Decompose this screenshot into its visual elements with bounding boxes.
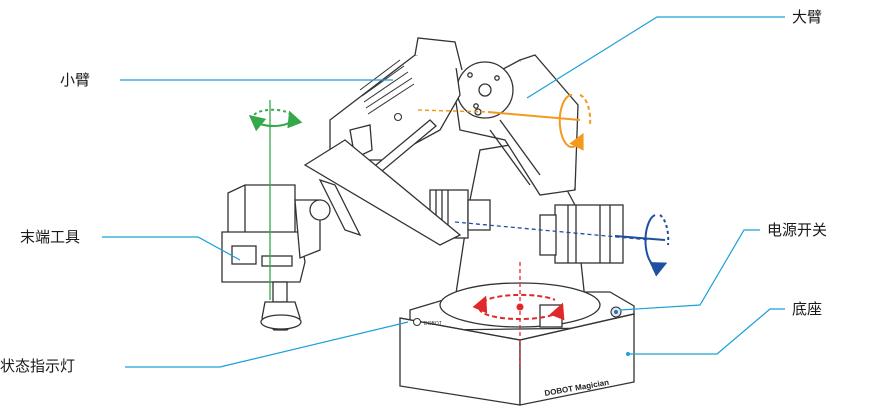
end-tool-rotation-indicator	[248, 100, 303, 300]
callout-line-end-tool	[102, 236, 241, 261]
base-logo: DOBOT	[424, 321, 442, 327]
callout-line-base	[628, 308, 785, 355]
label-status-light: 状态指示灯	[0, 357, 76, 375]
small-arm-rotation-indicator	[454, 214, 670, 277]
label-end-tool: 末端工具	[20, 228, 81, 246]
callout-line-big-arm	[526, 16, 785, 99]
callout-line-power	[619, 229, 760, 311]
label-base: 底座	[792, 300, 823, 318]
status-light-icon	[413, 318, 421, 326]
label-big-arm: 大臂	[792, 8, 823, 26]
label-small-arm: 小臂	[60, 71, 91, 89]
base-rotation-indicator	[472, 262, 565, 368]
callout-line-status	[125, 321, 409, 368]
label-power-switch: 电源开关	[767, 221, 828, 239]
end-tool	[221, 184, 331, 331]
big-arm-rotation-indicator	[417, 93, 592, 151]
big-arm	[454, 54, 579, 196]
small-arm	[303, 37, 463, 246]
